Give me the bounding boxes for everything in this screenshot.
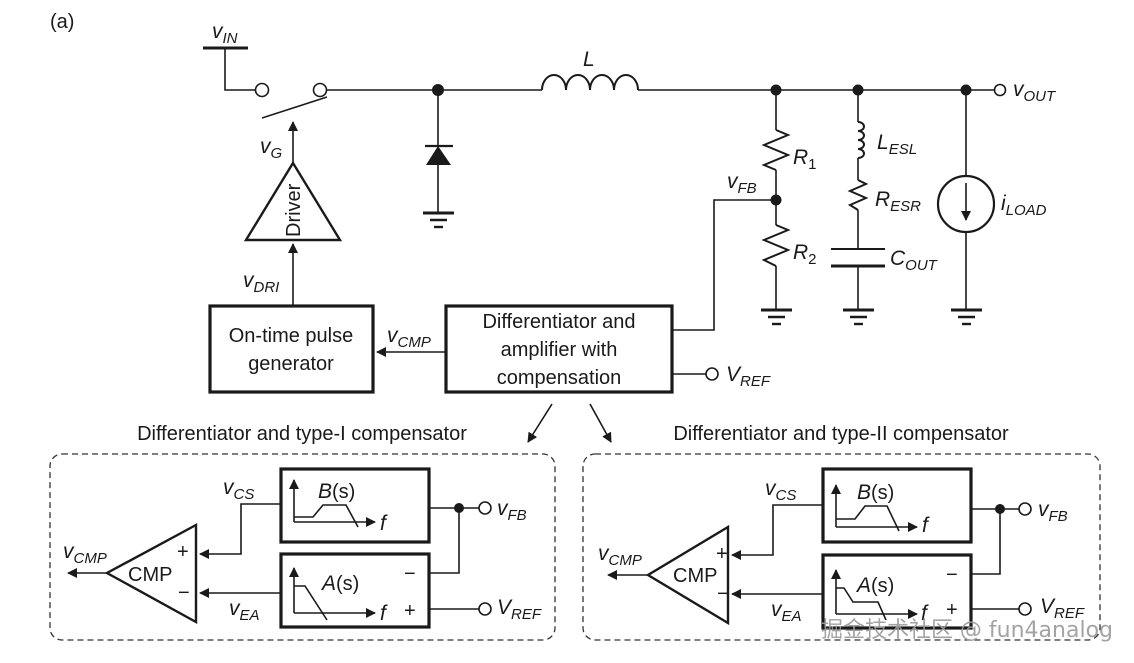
ground-icon: [951, 308, 982, 326]
panel-title: Differentiator and type-II compensator: [673, 423, 1009, 445]
a-block-label: A(s): [320, 572, 359, 595]
r2-label: R2: [793, 241, 817, 268]
vfb-label: vFB: [497, 497, 527, 524]
vea-label: vEA: [229, 597, 260, 624]
b-block-label: B(s): [857, 481, 894, 504]
vin-source: vIN: [203, 20, 256, 91]
r1-label: R1: [793, 146, 817, 173]
ground-icon: [843, 308, 874, 326]
cout-label: COUT: [890, 247, 939, 274]
diff-amp-line-2: amplifier with: [501, 339, 618, 361]
f-axis-label: f: [921, 602, 929, 625]
f-axis-label: f: [922, 514, 930, 537]
cmp-plus: +: [177, 541, 189, 563]
cmp-minus: −: [717, 583, 729, 605]
a-minus-input: −: [404, 563, 416, 585]
vin-label: vIN: [212, 20, 238, 47]
vg-label: vG: [260, 135, 283, 162]
ground-icon: [761, 308, 792, 326]
expansion-arrows: [527, 403, 612, 443]
switch: vG: [254, 82, 438, 163]
cmp-minus: −: [178, 582, 190, 604]
cmp-plus: +: [716, 543, 728, 565]
driver-label: Driver: [283, 183, 305, 237]
vout-label: vOUT: [1013, 78, 1057, 105]
vfb-label: vFB: [1038, 498, 1068, 525]
driver: Driver vDRI: [243, 160, 343, 305]
figure-label: (a): [50, 11, 74, 33]
vdri-label: vDRI: [243, 269, 279, 296]
a-plus-input: +: [404, 600, 416, 622]
diff-amp-line-1: Differentiator and: [482, 311, 635, 333]
feedback-divider: R1 R2 vFB: [672, 84, 817, 331]
panel-title: Differentiator and type-I compensator: [137, 423, 467, 445]
b-block-label: B(s): [318, 480, 355, 503]
vcmp-label: vCMP: [598, 542, 642, 569]
pulse-gen-line-1: On-time pulse: [229, 325, 354, 347]
lesl-label: LESL: [877, 131, 917, 158]
a-minus-input: −: [946, 564, 958, 586]
cmp-label: CMP: [128, 564, 172, 586]
panel-type-i: Differentiator and type-I compensator B(…: [49, 423, 556, 641]
ground-icon: [423, 211, 454, 229]
differentiator-amplifier: Differentiator and amplifier with compen…: [376, 304, 771, 394]
inductor: L: [438, 48, 966, 91]
vref-label: VREF: [497, 596, 542, 623]
vcmp-label: vCMP: [387, 324, 431, 351]
panel-type-ii: Differentiator and type-II compensator B…: [582, 423, 1101, 641]
a-block-label: A(s): [855, 574, 894, 597]
vcs-label: vCS: [223, 476, 254, 503]
iload-label: iLOAD: [1001, 192, 1047, 219]
pulse-gen-line-2: generator: [248, 353, 334, 375]
vcs-label: vCS: [765, 477, 796, 504]
vea-label: vEA: [771, 598, 802, 625]
vref-label: VREF: [1040, 595, 1085, 622]
vout-terminal: vOUT: [966, 78, 1057, 105]
freewheel-diode: [423, 84, 454, 229]
vfb-label: vFB: [727, 170, 757, 197]
inductor-label: L: [583, 48, 595, 71]
vref-label: VREF: [726, 363, 771, 390]
f-axis-label: f: [380, 602, 388, 625]
f-axis-label: f: [380, 512, 388, 535]
a-plus-input: +: [946, 599, 958, 621]
resr-label: RESR: [875, 188, 921, 215]
diff-amp-line-3: compensation: [497, 367, 622, 389]
on-time-pulse-generator: On-time pulse generator: [208, 304, 375, 394]
vcmp-label: vCMP: [63, 540, 107, 567]
watermark: 掘金技术社区 @ fun4analog: [821, 618, 1113, 643]
cmp-label: CMP: [673, 565, 717, 587]
load-current-source: iLOAD: [936, 84, 1047, 326]
output-capacitor: LESL RESR COUT: [831, 84, 939, 326]
